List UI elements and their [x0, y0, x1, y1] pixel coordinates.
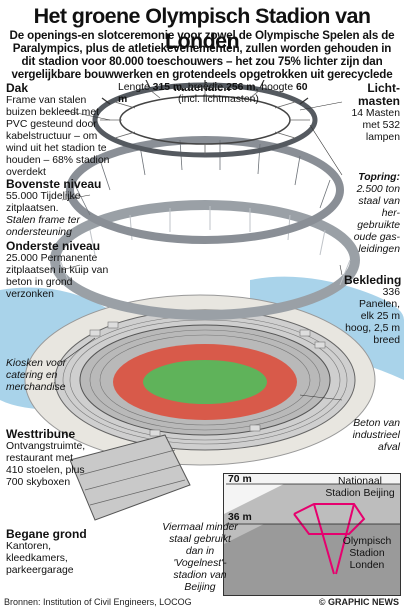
inset-36m: 36 m — [228, 512, 252, 523]
concrete-callout: Beton van industrieel afval — [352, 418, 400, 453]
page-title: Het groene Olympisch Stadion van Londen — [33, 4, 371, 53]
kiosks-callout: Kiosken voor catering en merchandise — [6, 358, 67, 393]
inset-london: Olympisch Stadion Londen — [342, 536, 392, 571]
light-masts-heading: Licht-masten — [357, 81, 400, 108]
top-ring-text: 2.500 ton staal van her-gebruikte oude g… — [353, 184, 400, 255]
dimensions: Lengte 315 m, breedte 256 m, hoogte 60 m — [118, 82, 308, 105]
lower-tier-text: 25.000 Permanente zitplaatsen in kuip va… — [6, 253, 109, 300]
infield-grass — [143, 360, 267, 404]
roof-trusses — [100, 85, 310, 155]
london-silhouette — [224, 524, 400, 595]
cladding-callout: Bekleding 336 Panelen, elk 25 m hoog, 2,… — [344, 273, 402, 347]
height-value: 60 m — [118, 82, 308, 105]
cladding-heading: Bekleding — [344, 273, 402, 287]
upper-tier-frame — [66, 136, 344, 244]
upper-tier-heading: Bovenste niveau — [6, 177, 102, 191]
inset-70m: 70 m — [228, 474, 252, 485]
roof-heading: Dak — [6, 81, 29, 95]
height-comparison-inset: 70 m 36 m Nationaal Stadion Beijing Olym… — [223, 473, 401, 596]
beijing-structure-lines — [293, 503, 366, 575]
width-label: breedte — [187, 82, 224, 93]
inset-beijing: Nationaal Stadion Beijing — [325, 476, 395, 499]
lower-tier-heading: Onderste niveau — [6, 239, 101, 253]
cladding-text: 336 Panelen, elk 25 m hoog, 2,5 m breed — [345, 287, 400, 346]
west-stand-heading: Westtribune — [6, 427, 76, 441]
west-stand-callout: Westtribune Ontvangstruimte, restaurant … — [6, 428, 86, 489]
length-label: Lengte — [118, 82, 150, 93]
light-masts-text: 14 Masten met 532 lampen — [351, 108, 400, 143]
upper-tier-callout: Bovenste niveau 55.000 Tijdelijke zitpla… — [6, 178, 118, 239]
steel-comparison-note: Viermaal minder staal gebruikt dan in 'V… — [162, 522, 238, 593]
inset-graphic — [224, 483, 400, 595]
west-stand-text: Ontvangstruimte, restaurant met 410 stoe… — [6, 441, 86, 488]
light-masts-callout: Licht-masten 14 Masten met 532 lampen — [344, 82, 400, 144]
roof-text: Frame van stalen buizen bekleedt met PVC… — [6, 95, 110, 178]
ground-floor-text: Kantoren, kleedkamers, parkeergarage — [6, 541, 74, 576]
dimensions-note: (incl. lichtmasten) — [178, 94, 259, 105]
length-value: 315 m — [152, 82, 183, 93]
upper-tier-lattice — [74, 139, 331, 216]
upper-tier-text: 55.000 Tijdelijke zitplaatsen. — [6, 191, 81, 214]
upper-tier-note: Stalen frame ter ondersteuning — [6, 215, 80, 238]
cladding-ring — [50, 200, 360, 320]
stadium-illustration — [0, 80, 404, 521]
light-masts — [101, 80, 309, 105]
west-stand — [69, 434, 191, 521]
leader-lines — [61, 101, 343, 401]
ground-floor-heading: Begane grond — [6, 527, 87, 541]
top-ring-callout: Topring: 2.500 ton staal van her-gebruik… — [344, 172, 400, 256]
ground-floor-callout: Begane grond Kantoren, kleedkamers, park… — [6, 528, 88, 577]
sources: Bronnen: Institution of Civil Engineers,… — [4, 597, 192, 607]
kiosks — [89, 321, 326, 437]
lower-tier-callout: Onderste niveau 25.000 Permanente zitpla… — [6, 240, 118, 301]
roof-callout: Dak Frame van stalen buizen bekleedt met… — [6, 82, 118, 179]
height-label: hoogte — [261, 82, 294, 93]
top-ring-heading: Topring: — [358, 172, 400, 183]
width-value: 256 m — [226, 82, 256, 93]
credit: © GRAPHIC NEWS — [318, 597, 399, 607]
